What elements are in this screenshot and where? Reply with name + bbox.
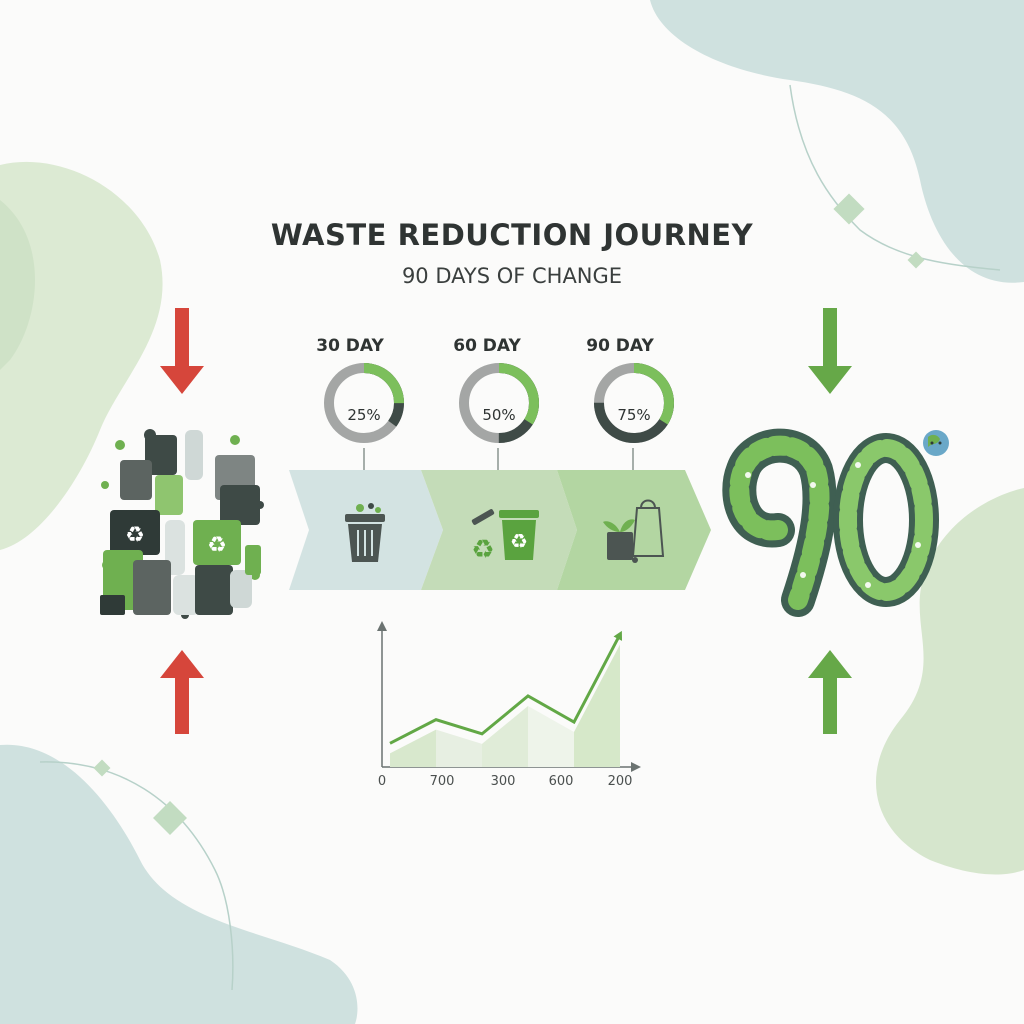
recycling-bin-icon: ♻ ♻ xyxy=(471,509,539,565)
up-arrow-green-icon xyxy=(808,650,852,734)
stage-2-progress-donut xyxy=(459,363,539,443)
progress-chevron-band: ♻ ♻ xyxy=(289,448,711,590)
stage-2-percent: 50% xyxy=(482,406,516,424)
down-arrow-red-icon xyxy=(160,308,204,394)
down-arrow-green-icon xyxy=(808,308,852,394)
stage-1-progress-donut xyxy=(324,363,404,443)
page-subtitle: 90 DAYS OF CHANGE xyxy=(401,264,623,288)
stage-1-label: 30 DAY xyxy=(316,336,384,356)
area-segment xyxy=(390,729,436,767)
up-arrow-red-icon xyxy=(160,650,204,734)
area-segment xyxy=(574,644,620,767)
page-title: WASTE REDUCTION JOURNEY xyxy=(270,218,754,252)
stage-2-label: 60 DAY xyxy=(453,336,521,356)
stage-3-progress-donut xyxy=(594,363,674,443)
earth-icon xyxy=(923,430,949,456)
trend-arrowhead xyxy=(613,630,623,641)
plant-and-shopping-bag-icon xyxy=(603,499,665,563)
x-tick-label-3: 300 xyxy=(490,774,516,789)
x-tick-label-2: 700 xyxy=(429,774,455,789)
x-tick-label-5: 200 xyxy=(607,774,633,789)
svg-text:♻: ♻ xyxy=(207,533,227,558)
svg-text:♻: ♻ xyxy=(125,523,145,548)
leafy-90-illustration xyxy=(722,428,949,617)
x-tick-label-1: 0 xyxy=(377,774,387,789)
trash-bin-icon xyxy=(345,503,385,562)
waste-trend-chart xyxy=(377,621,641,772)
area-segment xyxy=(528,706,574,767)
area-segment xyxy=(436,729,482,767)
x-tick-label-4: 600 xyxy=(548,774,574,789)
waste-pile-illustration: ♻ ♻ xyxy=(100,429,264,619)
stage-1-percent: 25% xyxy=(347,406,381,424)
trend-line xyxy=(389,633,622,745)
area-segment xyxy=(482,706,528,767)
stage-3-label: 90 DAY xyxy=(586,336,654,356)
stage-3-percent: 75% xyxy=(617,406,651,424)
svg-text:♻: ♻ xyxy=(510,529,528,553)
svg-text:♻: ♻ xyxy=(471,535,494,565)
